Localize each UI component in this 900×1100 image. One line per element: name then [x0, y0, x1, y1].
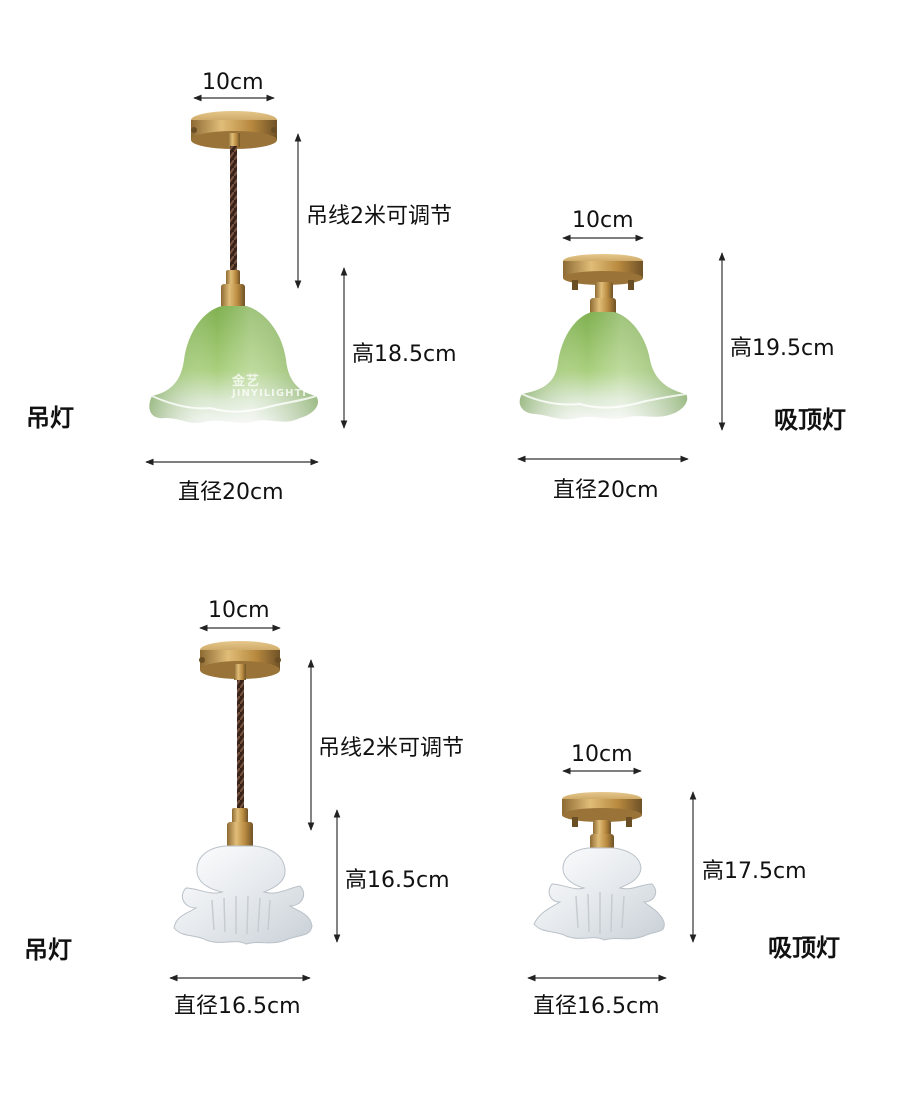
- canopy-width-label-2: 10cm: [572, 208, 634, 233]
- watermark-logo: 金艺: [232, 374, 261, 389]
- type-label-ceiling-4: 吸顶灯: [768, 934, 840, 962]
- height-label-1: 高18.5cm: [352, 342, 457, 367]
- diameter-label-2: 直径20cm: [553, 478, 659, 503]
- diameter-label-3: 直径16.5cm: [174, 994, 301, 1019]
- pendant-lamp-white: [173, 641, 313, 945]
- canopy-width-label-1: 10cm: [202, 70, 264, 95]
- cord-note-label-1: 吊线2米可调节: [306, 204, 452, 229]
- pendant-lamp-green: [149, 111, 319, 424]
- diameter-label-1: 直径20cm: [178, 480, 284, 505]
- height-label-4: 高17.5cm: [702, 859, 807, 884]
- canopy-width-label-3: 10cm: [208, 598, 270, 623]
- watermark-text: JINYILIGHTI: [232, 388, 307, 399]
- canopy-width-label-4: 10cm: [571, 742, 633, 767]
- type-label-pendant-3: 吊灯: [24, 936, 72, 964]
- type-label-ceiling-2: 吸顶灯: [774, 406, 846, 434]
- type-label-pendant-1: 吊灯: [26, 404, 74, 432]
- ceiling-lamp-white: [533, 792, 665, 941]
- diameter-label-4: 直径16.5cm: [533, 994, 660, 1019]
- cord-note-label-3: 吊线2米可调节: [318, 736, 464, 761]
- height-label-2: 高19.5cm: [730, 336, 835, 361]
- height-label-3: 高16.5cm: [345, 868, 450, 893]
- ceiling-lamp-green: [519, 254, 688, 420]
